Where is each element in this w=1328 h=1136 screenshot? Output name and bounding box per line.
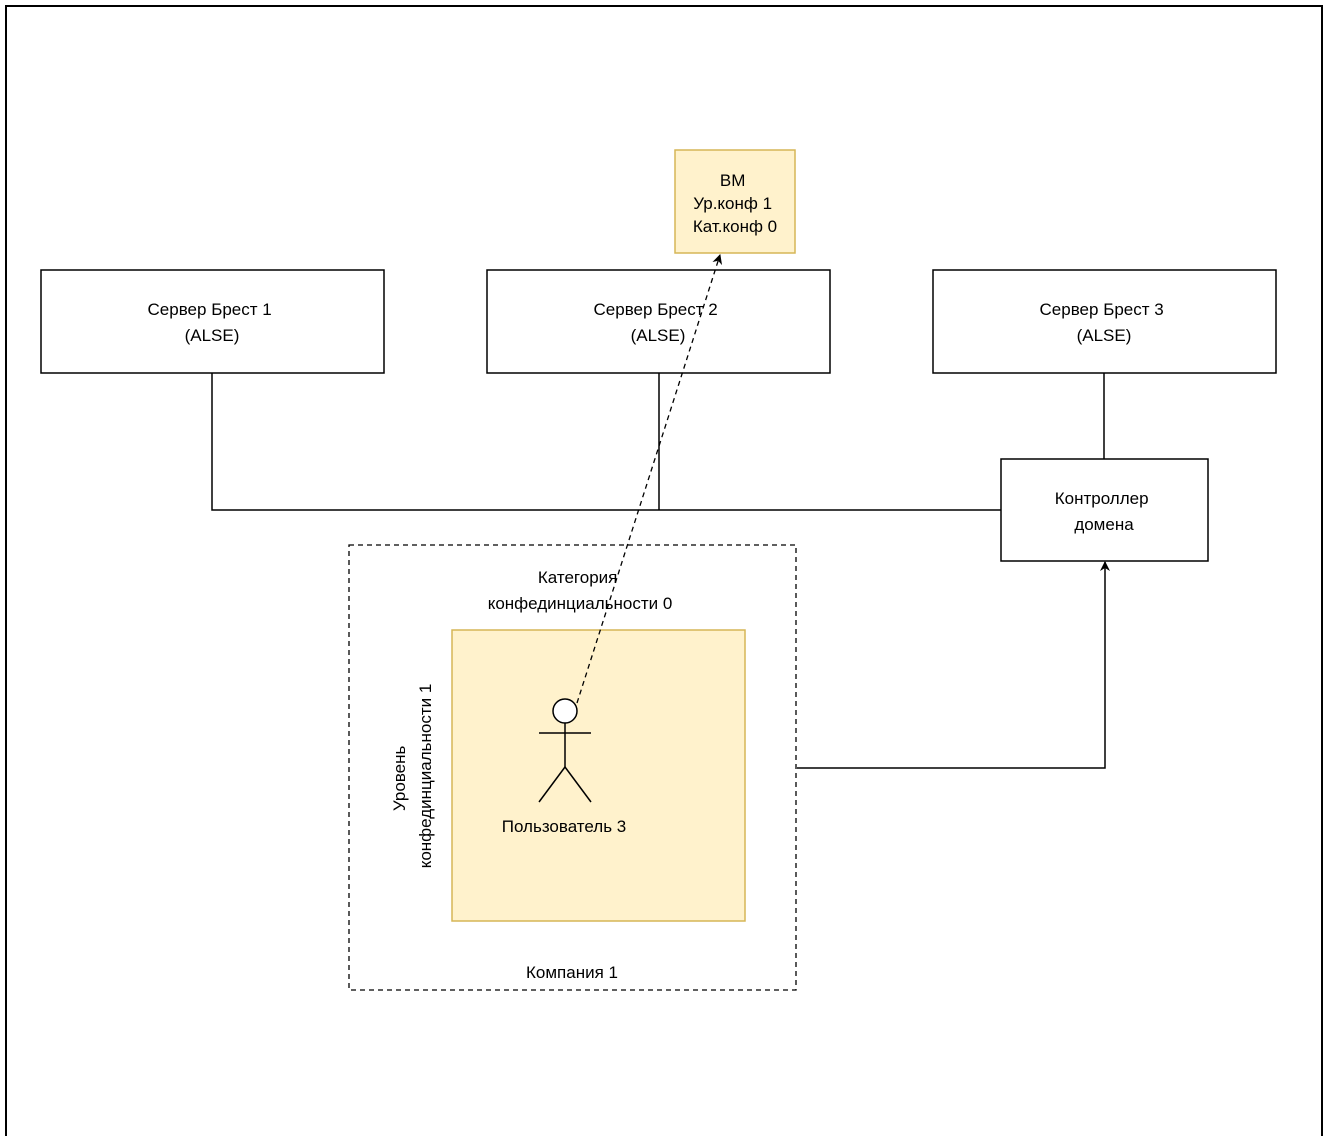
server-2-label: Сервер Брест 2 (ALSE) bbox=[594, 300, 723, 345]
domain-controller-label: Контроллер домена bbox=[1055, 489, 1154, 534]
level-zone[interactable] bbox=[451, 629, 746, 922]
domain-controller-box[interactable] bbox=[1000, 458, 1209, 562]
user-actor-leg-right bbox=[564, 766, 592, 803]
user-actor-icon[interactable] bbox=[538, 698, 592, 803]
server-box-1[interactable] bbox=[40, 269, 385, 374]
server-1-label: Сервер Брест 1 (ALSE) bbox=[148, 300, 277, 345]
connector-company-controller[interactable] bbox=[797, 561, 1110, 769]
company-boundary bbox=[348, 544, 797, 991]
company-label: Компания 1 bbox=[526, 963, 618, 982]
user-label: Пользователь 3 bbox=[502, 817, 627, 836]
vm-label: ВМ Ур.конф 1 Кат.конф 0 bbox=[693, 171, 777, 236]
server-3-label: Сервер Брест 3 (ALSE) bbox=[1040, 300, 1169, 345]
server-box-2[interactable] bbox=[486, 269, 831, 374]
vm-box[interactable] bbox=[674, 149, 796, 254]
user-actor-head bbox=[552, 698, 578, 724]
server-box-3[interactable] bbox=[932, 269, 1277, 374]
category-label: Категория конфединциальности 0 bbox=[488, 568, 673, 613]
level-label: Уровень конфединциальности 1 bbox=[390, 684, 435, 869]
connectors bbox=[211, 373, 1110, 769]
connector-server1-bus bbox=[211, 373, 1001, 511]
user-actor-leg-left bbox=[538, 766, 566, 803]
user-to-vm-arrow[interactable] bbox=[576, 254, 723, 704]
diagram-frame bbox=[5, 5, 1323, 1136]
